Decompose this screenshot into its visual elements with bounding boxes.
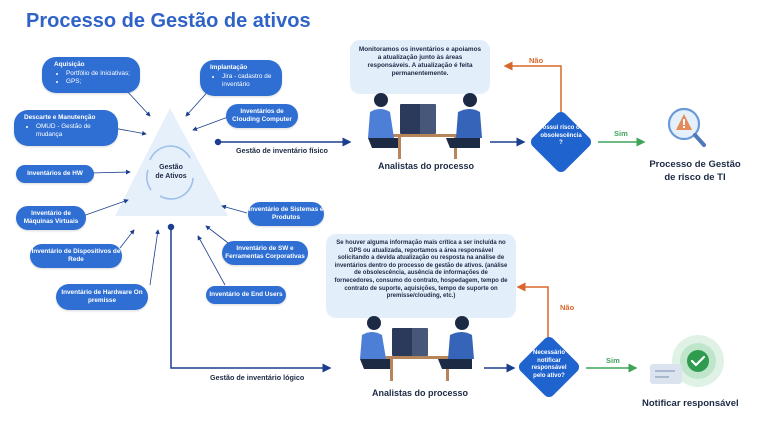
node-descarte[interactable]: Descarte e Manutenção OMUD - Gestão de m… (14, 110, 118, 146)
node-descarte-title: Descarte e Manutenção (24, 114, 96, 121)
node-hardware-premisse[interactable]: Inventário de Hardware On premisse (56, 284, 148, 310)
node-end-users[interactable]: Inventário de End Users (206, 286, 286, 304)
top-decision-text: Possui risco ou obsolescência ? (538, 125, 584, 146)
center-line1: Gestão (159, 164, 183, 171)
top-yes-label: Sim (614, 129, 628, 138)
assets-triangle (115, 108, 228, 216)
bottom-no-label: Não (560, 303, 575, 312)
node-sistemas[interactable]: Inventário de Sistemas e Produtos (248, 202, 324, 226)
bottom-arrow-label: Gestão de inventário lógico (210, 373, 305, 382)
top-arrow-label: Gestão de inventário físico (236, 146, 328, 155)
bottom-result-label: Notificar responsável (642, 398, 739, 409)
node-dispositivos-rede[interactable]: Inventário de Dispositivos de Rede (30, 244, 122, 268)
node-implantacao-item: Jira - cadastro de inventário (222, 73, 282, 89)
center-line2: de Ativos (155, 173, 187, 180)
top-analysts-label: Analistas do processo (378, 161, 475, 171)
node-clouding[interactable]: Inventários de Clouding Computer (226, 104, 298, 128)
node-implantacao-title: Implantação (210, 64, 248, 71)
node-descarte-item: OMUD - Gestão de mudança (36, 123, 118, 139)
top-result-label: Processo de Gestão de risco de TI (649, 159, 741, 183)
bottom-analysts-label: Analistas do processo (372, 388, 469, 398)
bottom-decision-text: Necessário notificar responsável pelo at… (531, 350, 567, 379)
node-aquisicao-item: GPS; (66, 78, 140, 86)
node-sw[interactable]: Inventário de SW e Ferramentas Corporati… (222, 241, 308, 265)
bottom-yes-label: Sim (606, 356, 620, 365)
node-implantacao[interactable]: Implantação Jira - cadastro de inventári… (200, 60, 282, 96)
node-maquinas-virtuais[interactable]: Inventário de Máquinas Virtuais (16, 206, 86, 230)
node-aquisicao-title: Aquisição (54, 61, 85, 68)
node-aquisicao[interactable]: Aquisição Portfólio de Iniciativas;GPS; (42, 57, 140, 93)
bottom-note: Se houver alguma informação mais crítica… (326, 234, 516, 318)
node-inventario-hw[interactable]: Inventários de HW (16, 165, 94, 183)
node-aquisicao-item: Portfólio de Iniciativas; (66, 70, 140, 78)
center-title: Gestão de Ativos (146, 163, 196, 181)
top-no-label: Não (529, 56, 544, 65)
top-note: Monitoramos os inventários e apoiamos a … (350, 40, 490, 94)
page-title: Processo de Gestão de ativos (26, 10, 311, 32)
